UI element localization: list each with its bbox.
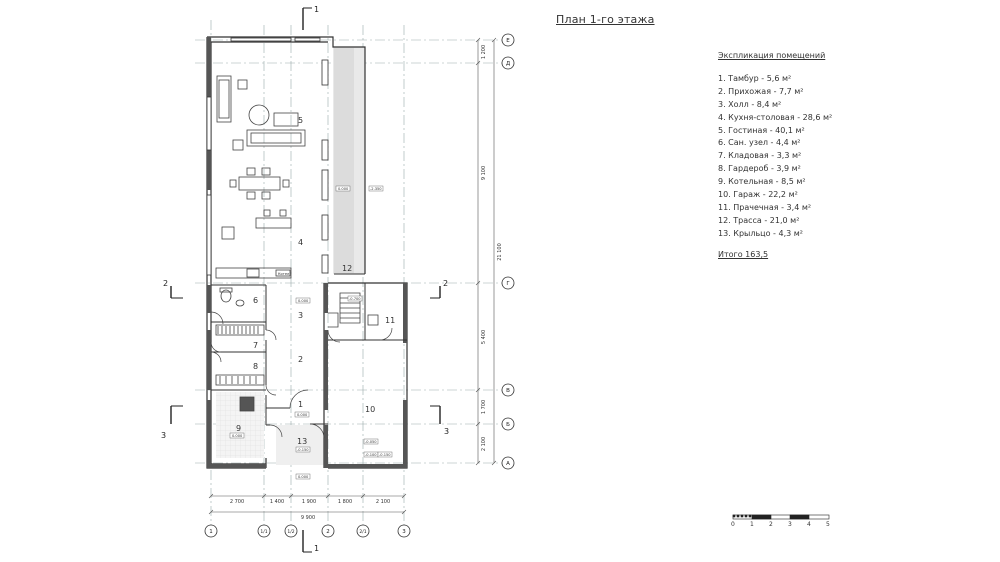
row-axis-labels: Е Д Г В Б А — [506, 38, 511, 467]
room-number: 7 — [253, 341, 258, 350]
wall-hatching — [207, 37, 407, 468]
level-mark: 0.000 — [298, 299, 309, 303]
room-schedule: Экспликация помещений 1. Тамбур - 5,6 м²… — [718, 50, 832, 262]
section-label: 3 — [161, 431, 166, 440]
sheet-title: План 1-го этажа — [556, 13, 655, 26]
axis-label: Б — [506, 422, 510, 428]
floor-fills — [216, 47, 365, 465]
bottom-dimension-labels: 2 700 1 400 1 900 1 800 2 100 9 900 — [230, 499, 390, 521]
section-label: 1 — [314, 544, 319, 553]
room-schedule-item: 6. Сан. узел - 4,4 м² — [718, 138, 801, 148]
level-mark: -0.150 — [297, 448, 309, 452]
axis-label: Д — [506, 61, 511, 67]
bottom-dimensions — [208, 493, 407, 515]
column-axis-labels: 1 1/1 1/2 2 2/1 3 — [209, 529, 406, 535]
room-schedule-item: 7. Кладовая - 3,3 м² — [718, 151, 802, 161]
level-mark: -0.100 — [365, 453, 377, 457]
dimension-label: 1 400 — [270, 499, 284, 505]
fixture-label: Котел — [278, 272, 289, 276]
room-schedule-item: 12. Трасса - 21,0 м² — [718, 215, 800, 225]
column-axis-markers — [204, 524, 411, 538]
room-schedule-item: 4. Кухня-столовая - 28,6 м² — [718, 112, 833, 122]
dimension-label: 9 900 — [301, 515, 315, 521]
room-number: 12 — [342, 264, 352, 273]
dimension-label: 1 200 — [481, 45, 487, 59]
room-schedule-item: 3. Холл - 8,4 м² — [718, 99, 782, 109]
room-number: 4 — [298, 238, 303, 247]
room-schedule-list: 1. Тамбур - 5,6 м² 2. Прихожая - 7,7 м² … — [718, 73, 832, 241]
scale-label: 0 — [731, 521, 735, 528]
right-dimensions — [475, 37, 497, 466]
doors — [210, 311, 393, 439]
section-label: 1 — [314, 5, 319, 14]
dimension-label: 2 700 — [230, 499, 244, 505]
room-schedule-item: 13. Крыльцо - 4,3 м² — [718, 228, 803, 238]
interior-walls — [211, 273, 407, 426]
room-number: 2 — [298, 355, 303, 364]
level-marks: 0.000 -2.350 0.000 0.000 -0.700 0.000 -0… — [229, 185, 393, 480]
room-number: 5 — [298, 116, 303, 125]
section-label: 2 — [163, 279, 168, 288]
scale-label: 4 — [807, 521, 811, 528]
dimension-label: 2 100 — [376, 499, 390, 505]
room-schedule-item: 2. Прихожая - 7,7 м² — [718, 86, 804, 96]
right-dimension-labels: 1 200 9 100 5 400 1 700 2 100 21 100 — [481, 45, 503, 451]
dimension-label: 2 100 — [481, 437, 487, 451]
dimension-label: 5 400 — [481, 330, 487, 344]
axis-label: Г — [506, 281, 510, 287]
dimension-label: 21 100 — [497, 243, 503, 261]
dimension-label: 1 900 — [302, 499, 316, 505]
level-mark: -0.150 — [379, 453, 391, 457]
axis-label: 3 — [402, 529, 406, 535]
room-number: 13 — [297, 437, 307, 446]
axis-label: 2/1 — [359, 529, 366, 535]
section-label: 3 — [444, 427, 449, 436]
section-labels: 1 1 2 2 3 3 — [161, 5, 449, 553]
room-schedule-item: 11. Прачечная - 3,4 м² — [718, 202, 812, 212]
room-number: 9 — [236, 424, 241, 433]
dimension-label: 1 800 — [338, 499, 352, 505]
furniture — [215, 75, 379, 412]
level-mark: 0.000 — [232, 434, 243, 438]
axis-label: Е — [506, 38, 510, 44]
room-schedule-total: Итого 163,5 — [718, 249, 769, 259]
scale-label: 3 — [788, 521, 792, 528]
axis-label: В — [506, 388, 510, 394]
axis-label: 1/2 — [287, 529, 294, 535]
scale-label: 1 — [750, 521, 754, 528]
room-schedule-item: 1. Тамбур - 5,6 м² — [718, 73, 792, 83]
room-schedule-item: 8. Гардероб - 3,9 м² — [718, 164, 801, 174]
dimension-label: 9 100 — [481, 166, 487, 180]
axis-label: 1/1 — [260, 529, 267, 535]
scale-label: 5 — [826, 521, 830, 528]
level-mark: -0.050 — [365, 440, 377, 444]
room-numbers: 1 2 3 4 5 6 7 8 9 10 11 12 13 — [236, 116, 395, 446]
axis-label: 2 — [326, 529, 330, 535]
room-schedule-title: Экспликация помещений — [718, 51, 826, 60]
scale-bar — [732, 514, 830, 520]
room-schedule-item: 10. Гараж - 22,2 м² — [718, 190, 798, 200]
dimension-label: 1 700 — [481, 400, 487, 414]
row-axis-markers — [501, 33, 515, 470]
section-label: 2 — [443, 279, 448, 288]
axis-label: А — [506, 461, 510, 467]
level-mark: 0.000 — [338, 187, 349, 191]
room-schedule-item: 5. Гостиная - 40,1 м² — [718, 125, 805, 135]
level-mark: 0.000 — [297, 413, 308, 417]
axis-label: 1 — [209, 529, 213, 535]
scale-label: 2 — [769, 521, 773, 528]
room-number: 1 — [298, 400, 303, 409]
room-number: 10 — [365, 405, 375, 414]
room-number: 8 — [253, 362, 258, 371]
level-mark: -0.700 — [349, 297, 361, 301]
windows — [206, 37, 329, 276]
section-marks — [170, 7, 441, 553]
room-number: 3 — [298, 311, 303, 320]
room-number: 11 — [385, 316, 395, 325]
level-mark: -2.350 — [370, 187, 382, 191]
room-number: 6 — [253, 296, 258, 305]
room-schedule-item: 9. Котельная - 8,5 м² — [718, 177, 806, 187]
level-mark: 0.000 — [298, 475, 309, 479]
